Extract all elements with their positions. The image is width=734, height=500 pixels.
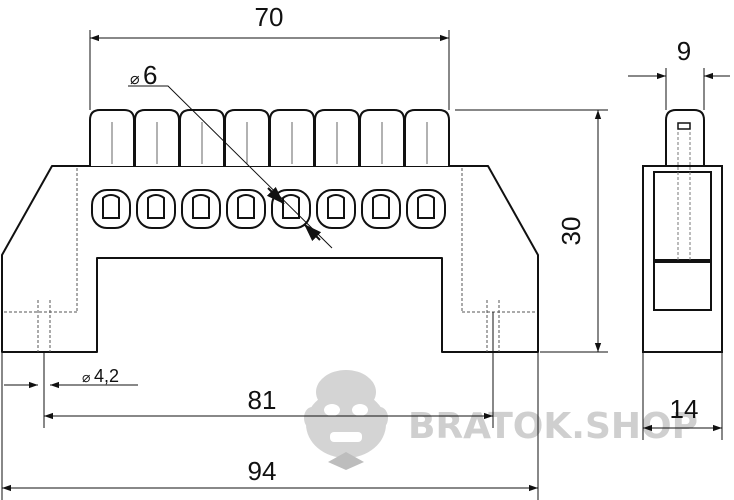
screw-slots	[111, 122, 428, 164]
busbar-front-view	[1, 165, 539, 353]
diameter-symbol-icon: ⌀	[130, 71, 140, 88]
wire-hole-7	[361, 189, 401, 229]
dim-height: 30	[556, 217, 586, 246]
watermark-text: BRATOK.SHOP	[408, 406, 698, 447]
wire-hole-8	[406, 189, 446, 229]
busbar-side-view	[642, 109, 723, 353]
wire-hole-screws	[102, 194, 435, 219]
diameter-symbol-icon: ⌀	[82, 369, 90, 385]
gorilla-head-icon	[304, 370, 388, 470]
wire-hole-5	[271, 189, 311, 229]
dim-hole-diameter: 6	[143, 60, 157, 90]
dim-overall-length: 94	[248, 456, 277, 486]
wire-holes	[91, 189, 446, 229]
screw-terminals	[89, 109, 450, 166]
wire-hole-3	[181, 189, 221, 229]
wire-hole-4	[226, 189, 266, 229]
wire-hole-1	[91, 189, 131, 229]
dim-mount-hole-diameter: 4,2	[94, 366, 119, 386]
dim-base-depth: 14	[670, 394, 699, 424]
dim-top-width: 70	[255, 2, 284, 32]
watermark: BRATOK.SHOP	[304, 370, 698, 470]
dimension-lines	[1, 30, 730, 500]
wire-hole-2	[136, 189, 176, 229]
wire-hole-6	[316, 189, 356, 229]
hidden-lines	[4, 168, 536, 352]
dim-mount-spacing: 81	[248, 385, 277, 415]
dimension-labels: 70 ⌀ 6 9 30 ⌀ 4,2 81 94 14	[82, 2, 698, 486]
side-view-hidden	[677, 132, 691, 260]
dim-side-width: 9	[677, 36, 691, 66]
